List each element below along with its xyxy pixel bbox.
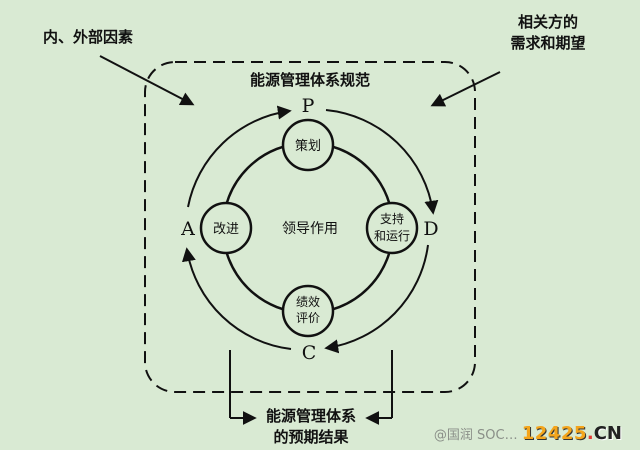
watermark-site-dot: . xyxy=(586,423,594,444)
node-improve-label: 改进 xyxy=(213,222,239,237)
node-evaluate-label-1: 绩效 xyxy=(296,294,320,309)
arc-c-to-a xyxy=(181,247,292,350)
arrow-internal-external xyxy=(99,55,195,106)
node-improve-circle xyxy=(199,201,253,255)
cycle-letter-d: D xyxy=(423,218,438,240)
node-plan-label: 策划 xyxy=(295,138,321,154)
label-interested-parties-1: 相关方的 xyxy=(518,13,578,31)
watermark-site-number: 12425 xyxy=(521,423,587,444)
arc-a-to-p xyxy=(187,105,292,208)
label-internal-external-factors: 内、外部因素 xyxy=(43,28,133,46)
node-plan-circle xyxy=(281,118,335,172)
arc-d-to-c xyxy=(324,244,429,354)
output-label-1: 能源管理体系 xyxy=(266,407,356,425)
center-leadership: 领导作用 xyxy=(282,221,338,237)
scope-boundary xyxy=(144,61,476,393)
watermark: @国润 SOC… 12425.CN xyxy=(434,423,622,444)
watermark-source: @国润 SOC… xyxy=(433,428,518,443)
node-support-label-2: 和运行 xyxy=(374,229,410,243)
watermark-site-tld: CN xyxy=(593,423,622,444)
cycle-letter-c: C xyxy=(302,342,317,364)
label-interested-parties-2: 需求和期望 xyxy=(510,34,585,52)
node-support-label-1: 支持 xyxy=(380,211,404,226)
node-evaluate-label-2: 评价 xyxy=(296,311,320,325)
cycle-letter-p: P xyxy=(302,95,315,117)
scope-title: 能源管理体系规范 xyxy=(250,71,370,89)
node-support-circle xyxy=(365,201,419,255)
arrow-interested-parties xyxy=(430,71,501,107)
cycle-letter-a: A xyxy=(180,218,195,240)
output-label-2: 的预期结果 xyxy=(273,428,349,446)
arc-p-to-d xyxy=(325,109,439,215)
node-evaluate-circle xyxy=(281,284,335,338)
